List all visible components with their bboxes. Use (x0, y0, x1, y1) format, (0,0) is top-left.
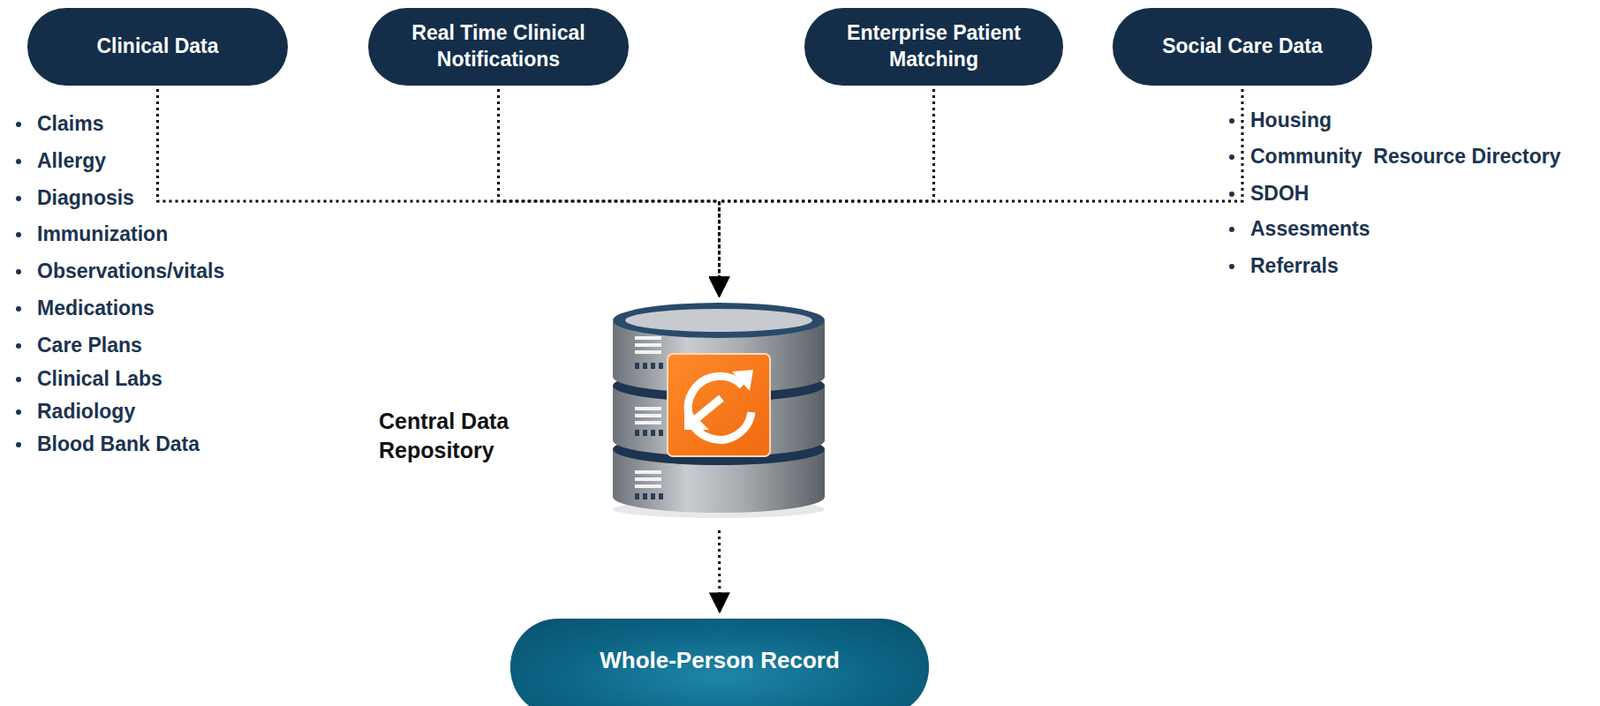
database-node: Central Data Repository (610, 301, 829, 521)
list-item: Referrals (1250, 254, 1339, 278)
database-icon (610, 301, 829, 521)
list-item: Diagnosis (37, 186, 135, 210)
bullet-dot (15, 306, 22, 312)
dotted-connector (158, 89, 720, 296)
list-row: Allergy (12, 149, 106, 174)
node-label: Clinical Data (96, 33, 219, 61)
bullet-dot (1229, 226, 1235, 233)
node-heading: Central Data Repository (378, 407, 556, 465)
bullet-dot (15, 232, 22, 238)
source-pill: Social Care Data (1112, 7, 1373, 86)
bullet-dot (15, 269, 22, 275)
source-pill: Enterprise Patient Matching (804, 7, 1064, 86)
node-label: Real Time Clinical Notifications (387, 20, 610, 74)
bullet-dot (1229, 154, 1235, 160)
dotted-connector (717, 530, 722, 612)
bullet-dot (15, 409, 22, 416)
list-row: Immunization (12, 222, 168, 247)
list-item: Community Resource Directory (1250, 144, 1561, 168)
source-pill: Clinical Data (27, 7, 288, 86)
bullet-dot (15, 377, 22, 383)
list-item: Claims (37, 112, 104, 136)
output-pill: Whole-Person Record (510, 618, 929, 706)
list-row: Care Plans (12, 333, 143, 358)
list-row: SDOH (1225, 181, 1309, 206)
list-item: Immunization (37, 222, 168, 246)
list-item: Radiology (37, 400, 136, 423)
list-row: Referrals (1225, 254, 1339, 279)
list-item: Assesments (1250, 217, 1371, 241)
node-label: Social Care Data (1162, 33, 1323, 61)
node-label: Enterprise Patient Matching (823, 20, 1044, 74)
list-row: Diagnosis (12, 186, 135, 211)
list-item: Clinical Labs (37, 367, 163, 391)
source-pill: Real Time Clinical Notifications (368, 7, 629, 86)
list-item: Care Plans (37, 333, 143, 357)
list-row: Assesments (1225, 217, 1371, 242)
list-item: Housing (1250, 108, 1332, 132)
list-row: Medications (12, 296, 155, 321)
list-row: Clinical Labs (12, 367, 163, 392)
dotted-connector (719, 89, 1244, 296)
bullet-dot (15, 158, 22, 165)
list-item: Allergy (37, 149, 106, 173)
list-row: Community Resource Directory (1225, 144, 1561, 169)
bullet-dot (1229, 191, 1235, 197)
list-row: Blood Bank Data (12, 432, 200, 457)
list-row: Claims (12, 112, 104, 136)
list-item: Observations/vitals (37, 259, 225, 283)
bullet-dot (1229, 118, 1235, 124)
node-label: Whole-Person Record (599, 647, 840, 675)
bullet-dot (1229, 264, 1235, 270)
list-row: Observations/vitals (12, 259, 225, 284)
list-row: Radiology (12, 400, 136, 424)
bullet-dot (15, 196, 22, 202)
bullet-dot (15, 121, 22, 128)
list-item: SDOH (1250, 181, 1309, 205)
dotted-connector (719, 89, 935, 296)
list-row: Housing (1225, 108, 1332, 133)
bullet-dot (15, 343, 22, 349)
list-item: Blood Bank Data (37, 432, 200, 456)
bullet-dot (15, 442, 22, 448)
dotted-connector (498, 89, 720, 296)
list-item: Medications (37, 296, 155, 320)
